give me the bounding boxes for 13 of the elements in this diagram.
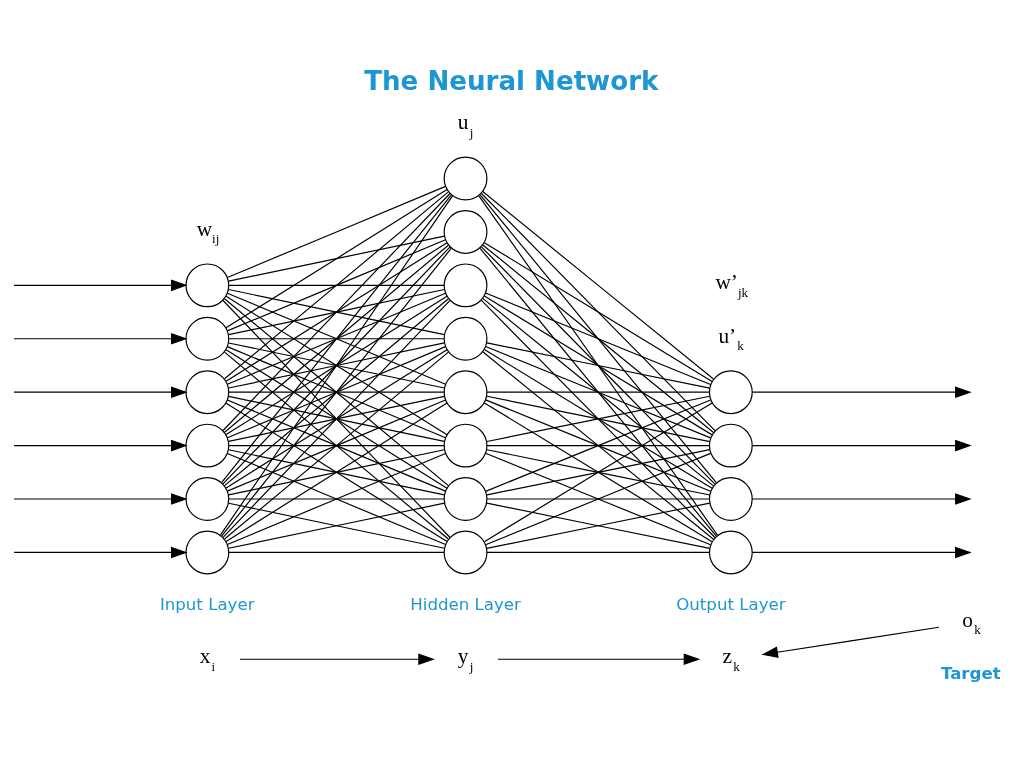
node-text: z$_{k}$ [722,643,740,674]
label: w’$_{jk}$ [715,269,749,300]
node-text: x$_{i}$ [199,643,216,674]
label: u$_{j}$ [457,109,474,140]
label: Input Layer [159,594,255,614]
node-text: y$_{j}$ [457,643,474,674]
label: Hidden Layer [410,594,521,614]
node-label: Target [940,663,1001,683]
label: w$_{ij}$ [196,216,220,246]
node-text: o$_{k}$ [962,607,981,637]
label: u’$_{k}$ [718,323,744,353]
label: Output Layer [676,594,786,614]
diagram-title: The Neural Network [364,65,659,96]
